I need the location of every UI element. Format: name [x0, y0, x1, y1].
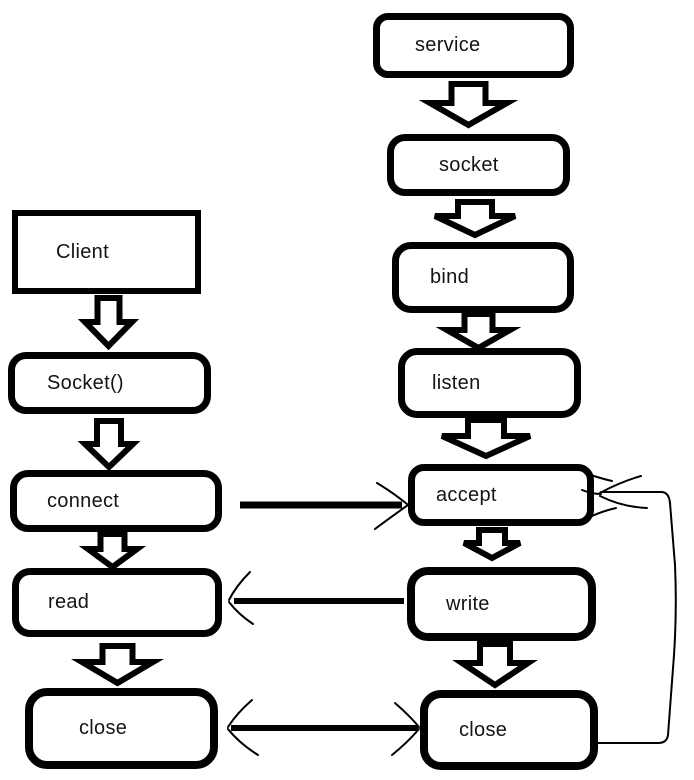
- arrowhead-close-right-icon: [391, 728, 420, 756]
- node-server-socket: socket: [387, 134, 570, 196]
- node-client: Client: [12, 210, 201, 294]
- node-accept-label: accept: [436, 483, 497, 506]
- arrowhead-accept-right-icon: [599, 475, 642, 494]
- node-client-socket: Socket(): [8, 352, 211, 414]
- node-client-label: Client: [56, 240, 109, 263]
- down-arrow-accept-to-write: [462, 527, 522, 562]
- down-arrow-read-to-close: [71, 643, 164, 687]
- node-bind: bind: [392, 242, 574, 313]
- loop-close-to-accept: [596, 491, 677, 744]
- arrowhead-accept-left-icon: [374, 504, 409, 530]
- down-arrow-connect-to-read: [78, 531, 147, 571]
- node-read-label: read: [48, 591, 90, 613]
- down-arrow-service-to-socket: [418, 81, 519, 129]
- arrowhead-close-left-icon: [227, 699, 253, 728]
- node-listen: listen: [398, 348, 581, 418]
- node-client-socket-label: Socket(): [47, 371, 124, 394]
- arrowhead-accept-right-icon: [591, 507, 617, 517]
- down-arrow-listen-to-accept: [440, 417, 532, 460]
- down-arrow-socket-to-bind: [433, 199, 517, 239]
- node-service-label: service: [415, 34, 481, 56]
- node-server-close: close: [420, 690, 598, 770]
- node-write-label: write: [446, 592, 490, 615]
- arrowhead-close-left-icon: [227, 728, 259, 756]
- node-write: write: [407, 567, 596, 641]
- arrowhead-read-right-icon: [228, 571, 251, 601]
- arrowhead-accept-left-icon: [376, 482, 408, 505]
- node-client-close-label: close: [79, 717, 128, 739]
- node-server-close-label: close: [459, 718, 508, 741]
- down-arrow-bind-to-listen: [435, 311, 522, 352]
- node-listen-label: listen: [432, 371, 481, 394]
- node-accept: accept: [408, 464, 594, 526]
- arrowhead-accept-right-icon: [599, 495, 648, 509]
- arrowhead-read-right-icon: [228, 601, 254, 625]
- node-read: read: [12, 568, 222, 637]
- node-client-close: close: [25, 688, 218, 769]
- node-server-socket-label: socket: [439, 153, 499, 176]
- down-arrow-socket-to-connect: [77, 418, 141, 472]
- down-arrow-write-to-close: [452, 641, 538, 689]
- node-service: service: [373, 13, 574, 78]
- node-connect-label: connect: [47, 489, 120, 512]
- node-connect: connect: [10, 470, 222, 532]
- arrowhead-close-right-icon: [394, 702, 420, 728]
- down-arrow-client-to-socket: [77, 295, 140, 351]
- node-bind-label: bind: [430, 266, 470, 288]
